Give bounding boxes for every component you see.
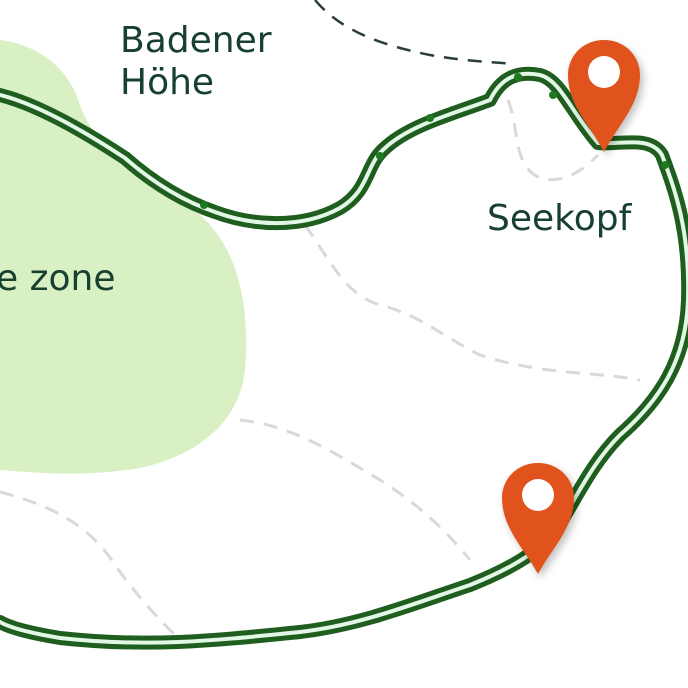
green-zone (0, 40, 247, 474)
hiking-route-inner (0, 71, 688, 645)
zone-label: e zone (0, 258, 116, 299)
place-label-line: Höhe (120, 62, 215, 103)
place-label-badener-hoehe: Badener Höhe (120, 20, 272, 104)
trail-grey-dashed (0, 99, 641, 642)
route-waypoints (200, 73, 669, 209)
map-pin-icon[interactable] (502, 463, 574, 574)
map-pin-icon[interactable] (568, 40, 640, 152)
place-label-seekopf: Seekopf (487, 198, 632, 239)
place-label-line: Badener (120, 20, 272, 61)
trail-dark-dashed (314, 0, 516, 66)
